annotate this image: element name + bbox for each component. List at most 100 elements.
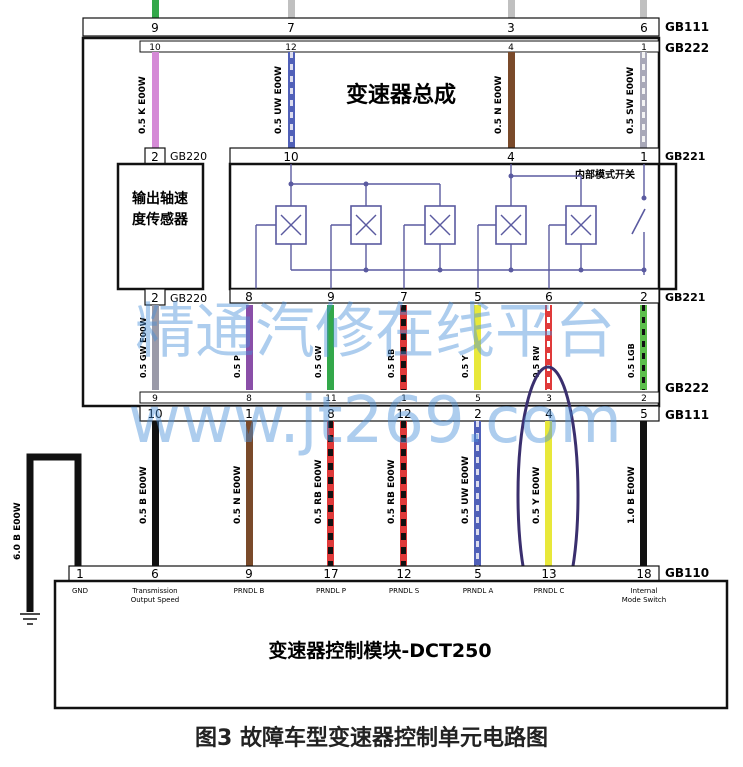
dot-3 <box>508 173 514 179</box>
tcm-pin-label-7: PRNDL C <box>534 587 565 595</box>
dot-8 <box>641 267 647 273</box>
relay-2-x-b <box>355 214 377 236</box>
dot-6 <box>508 267 514 273</box>
gb221-top-pin-2: 4 <box>507 150 515 164</box>
mid-label-1: 0.5 GW E00W <box>139 317 148 378</box>
relay-4-x-b <box>500 214 522 236</box>
top-wire-stub-1 <box>288 0 295 18</box>
dot-1 <box>288 181 294 187</box>
relay-3 <box>424 205 456 245</box>
gb222-top-pin-2: 12 <box>285 43 296 53</box>
tcm-pin-7: 13 <box>541 567 556 581</box>
top-wire-stub-2 <box>508 0 515 18</box>
tcm-pin-label-4: PRNDL P <box>316 587 346 595</box>
gb222-top-pin-4: 1 <box>641 43 647 53</box>
gb222-top-pin-1: 10 <box>149 43 161 53</box>
tcm-pin-label-1: GND <box>72 587 88 595</box>
gb221-bottom-strip <box>229 288 660 304</box>
mid-label-6: 0.5 RW <box>532 346 541 378</box>
gb111-bottom-pin-7: 5 <box>640 407 648 421</box>
dot-5 <box>437 267 443 273</box>
gb110-label: GB110 <box>665 566 709 580</box>
low-label-3: 0.5 RB E00W <box>314 459 324 524</box>
mid-label-5: 0.5 Y <box>461 355 470 378</box>
gb222-bottom-pin-7: 2 <box>641 394 647 404</box>
gb222-top-strip <box>139 40 660 53</box>
top-wire-stub-3 <box>640 0 647 18</box>
sensor-label-line1: 输出轴速 <box>132 190 188 207</box>
watermark-line2: www.jt269.com <box>128 384 622 458</box>
tcm-pin-label-8: Internal <box>631 587 658 595</box>
gb221-bottom-pin-4: 5 <box>474 290 482 304</box>
wire-mid-lgb <box>640 305 647 390</box>
gb111-bottom-strip <box>139 405 660 422</box>
sensor-pin-top: 2 <box>151 150 159 164</box>
tcm-pin-label-5: PRNDL S <box>389 587 420 595</box>
gb221-bottom-pin-3: 7 <box>400 290 408 304</box>
dot-4 <box>363 267 369 273</box>
gb111-bottom-label: GB111 <box>665 408 709 422</box>
tcm-pin-label-8b: Mode Switch <box>622 596 666 604</box>
gb111-bottom-pin-2: 1 <box>245 407 253 421</box>
gb111-bottom-pin-4: 12 <box>396 407 411 421</box>
wire-low-y <box>545 421 552 566</box>
relay-boxes <box>275 205 597 245</box>
wire-label-sw: 0.5 SW E00W <box>626 67 636 134</box>
wire-low-b2 <box>640 421 647 566</box>
wire-mid-gw-2 <box>327 305 334 390</box>
gb221-bottom-pin-2: 9 <box>327 290 335 304</box>
low-label-1: 0.5 B E00W <box>139 466 149 524</box>
gb221-bottom-pin-1: 8 <box>245 290 253 304</box>
mode-switch-label: 内部模式开关 <box>575 168 635 181</box>
mid-label-7: 0.5 LGB <box>627 343 636 378</box>
gb222-bottom-pin-6: 3 <box>546 394 552 404</box>
tcm-pin-3: 9 <box>245 567 253 581</box>
wire-label-k: 0.5 K E00W <box>138 76 148 134</box>
gb221-top-pin-1: 10 <box>283 150 298 164</box>
wire-k <box>152 52 159 148</box>
gb111-top-pin-4: 6 <box>640 21 648 35</box>
tcm-pin-label-2: Transmission <box>131 587 177 595</box>
wire-mid-rw <box>545 305 552 390</box>
relay-1-x-b <box>280 214 302 236</box>
wire-mid-p <box>246 305 253 390</box>
low-label-7: 1.0 B E00W <box>627 466 637 524</box>
tcm-pin-1: 1 <box>76 567 84 581</box>
tcm-pin-label-6: PRNDL A <box>463 587 494 595</box>
relay-2 <box>350 205 382 245</box>
watermark-line1: 精通汽修在线平台 <box>135 297 615 367</box>
wire-label-uw: 0.5 UW E00W <box>274 66 284 134</box>
relay-5 <box>565 205 597 245</box>
mid-label-3: 0.5 GW <box>314 345 323 378</box>
sensor-label-line2: 度传感器 <box>132 211 189 228</box>
gb222-bottom-pin-4: 1 <box>401 394 407 404</box>
gb111-top-label: GB111 <box>665 20 709 34</box>
tcm-pin-5: 12 <box>396 567 411 581</box>
wire-mid-gw-1 <box>152 305 159 390</box>
gnd-wire-label: 6.0 B E00W <box>13 502 23 560</box>
gb221-bottom-pin-5: 6 <box>545 290 553 304</box>
wire-mid-y <box>474 305 481 390</box>
low-label-4: 0.5 RB E00W <box>387 459 397 524</box>
gb222-bottom-label: GB222 <box>665 381 709 395</box>
transmission-assembly-title: 变速器总成 <box>346 82 456 108</box>
gb111-bottom-pin-1: 10 <box>147 407 162 421</box>
gb222-bottom-strip <box>139 391 660 404</box>
gb221-bottom-pin-6: 2 <box>640 290 648 304</box>
wire-n <box>508 52 515 148</box>
gb221-bottom-label: GB221 <box>665 291 705 304</box>
gb222-bottom-pin-3: 11 <box>325 394 336 404</box>
wire-label-n: 0.5 N E00W <box>494 76 504 134</box>
tcm-pin-8: 18 <box>636 567 651 581</box>
gb111-top-pin-3: 3 <box>507 21 515 35</box>
gb111-bottom-pin-3: 8 <box>327 407 335 421</box>
gb222-bottom-pin-2: 8 <box>246 394 252 404</box>
wire-gnd <box>26 453 82 612</box>
gb111-top-pin-2: 7 <box>287 21 295 35</box>
tcm-pin-label-3: PRNDL B <box>234 587 265 595</box>
dot-2 <box>363 181 369 187</box>
output-speed-sensor-box <box>116 162 205 291</box>
low-label-2: 0.5 N E00W <box>233 466 243 524</box>
wire-low-n <box>246 421 253 566</box>
relay-5-x-b <box>570 214 592 236</box>
